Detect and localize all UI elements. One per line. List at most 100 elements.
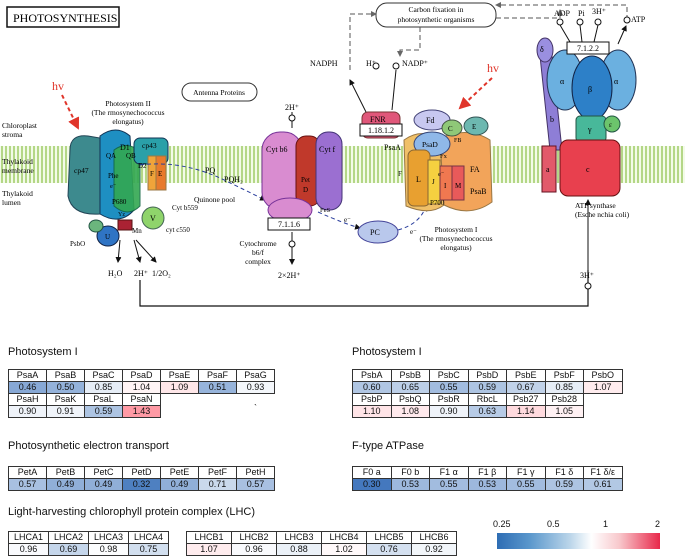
expression-value-cell: 0.98 <box>89 544 129 556</box>
e-label: E <box>472 123 476 131</box>
gene-name-cell: PsaL <box>85 394 123 406</box>
gene-name-cell: LHCB6 <box>412 532 457 544</box>
ps2-table-title: Photosystem I <box>352 346 422 358</box>
lumen-label-1: Thylakoid <box>2 189 33 198</box>
gene-name-cell: LHCB5 <box>367 532 412 544</box>
carbon-fixation-to-nadp <box>397 27 421 57</box>
gene-name-cell: LHCB4 <box>322 532 367 544</box>
h3-bottom-circle <box>584 282 592 290</box>
photosystem-i[interactable] <box>403 109 493 212</box>
empty-cell <box>161 394 199 405</box>
gene-name-cell: F0 a <box>353 467 392 479</box>
antenna-proteins-box[interactable] <box>181 82 258 102</box>
pet-table-title: Photosynthetic electron transport <box>8 440 169 452</box>
ec-11812-label: 1.18.1.2 <box>368 126 394 135</box>
h3-in-line <box>593 24 599 43</box>
psaB-label: PsaB <box>470 187 486 196</box>
expression-value-cell: 0.57 <box>9 479 47 491</box>
c-ring-subunit <box>559 139 621 197</box>
pi-circle <box>576 18 584 26</box>
expression-value-cell: 0.67 <box>507 382 546 394</box>
ec-7116-box[interactable] <box>267 217 311 231</box>
cytb559-label: Cyt b559 <box>172 204 198 212</box>
cyt-title-1: Cytochrome <box>239 239 277 248</box>
carbon-fixation-to-adp <box>496 9 563 19</box>
gene-name-cell: F1 β <box>468 467 507 479</box>
photosystem-ii[interactable] <box>67 129 169 247</box>
empty-cell <box>584 406 623 417</box>
carbon-fixation-label-2: photosynthetic organisms <box>398 15 475 24</box>
cytb559-subunit <box>155 155 167 191</box>
nadph-label: NADPH <box>310 59 338 68</box>
ps2-title-1: Photosystem II <box>105 99 151 108</box>
stroma-label-1: Chloroplast <box>2 121 38 130</box>
atp-synthase[interactable] <box>536 37 637 197</box>
expression-value-cell: 0.90 <box>430 406 469 418</box>
gene-name-cell: PsbE <box>507 370 546 382</box>
u-subunit <box>96 225 120 247</box>
membrane-label-1: Thylakoid <box>2 157 33 166</box>
ps1-title-1: Photosystem I <box>435 225 478 234</box>
e-subunit <box>463 116 489 136</box>
fx-label: Fx <box>440 153 448 160</box>
hv-left-label: hv <box>52 79 64 93</box>
c-subunit <box>441 119 463 137</box>
yz-label: Yz <box>118 212 125 218</box>
membrane-label-2: membrane <box>2 166 34 175</box>
h3-bottom-label: 3H⁺ <box>580 271 594 280</box>
expression-value-cell: 1.10 <box>353 406 392 418</box>
nadp-to-fnr-arrow <box>391 69 397 111</box>
beta-label: β <box>588 85 592 94</box>
plastocyanin[interactable] <box>357 220 399 244</box>
lumen-label-2: lumen <box>2 198 21 207</box>
stray-mark: ` <box>254 403 257 413</box>
expression-value-cell: 0.75 <box>129 544 169 556</box>
ps1-title-2: (The rmosynechococcus <box>419 234 492 243</box>
gene-name-cell: F1 δ <box>545 467 584 479</box>
expression-value-cell: 0.51 <box>199 382 237 394</box>
pi-in-line <box>579 24 583 43</box>
fd-label: Fd <box>426 116 434 125</box>
expression-value-cell: 0.49 <box>85 479 123 491</box>
mn-label: Mn <box>132 227 142 235</box>
psbo-label: PsbO <box>70 240 85 248</box>
expression-value-cell: 0.50 <box>47 382 85 394</box>
fes-label: FeS <box>320 207 331 214</box>
expression-value-cell: 0.30 <box>353 479 392 491</box>
expression-value-cell: 1.07 <box>187 544 232 556</box>
alpha-right-label: α <box>614 77 619 86</box>
expression-value-cell: 0.53 <box>391 479 430 491</box>
expression-value-cell: 1.07 <box>584 382 623 394</box>
expression-value-cell: 1.09 <box>161 382 199 394</box>
pqh2-label: PQH₂ <box>224 175 243 184</box>
atp-title-2: (Esche nchia coli) <box>575 210 630 219</box>
psaA-label: PsaA <box>384 143 401 152</box>
d1-label: D1 <box>120 143 130 152</box>
ec-7122-box[interactable] <box>566 41 610 55</box>
expression-value-cell: 0.85 <box>85 382 123 394</box>
color-scale-legend <box>497 533 660 549</box>
gene-name-cell: LHCA1 <box>9 532 49 544</box>
gene-name-cell: LHCB2 <box>232 532 277 544</box>
gene-name-cell: PsaK <box>47 394 85 406</box>
legend-tick-0-5: 0.5 <box>547 519 560 529</box>
expression-value-cell: 0.96 <box>9 544 49 556</box>
cytochrome-b6f-complex[interactable] <box>261 131 343 223</box>
legend-tick-1: 1 <box>603 519 609 529</box>
expression-value-cell: 0.90 <box>9 406 47 418</box>
hv-left-arrow <box>61 94 80 130</box>
gene-name-cell: F1 α <box>430 467 469 479</box>
hv-right-arrow <box>458 77 493 110</box>
gene-name-cell: PetC <box>85 467 123 479</box>
empty-cell <box>584 394 623 405</box>
e-label-ps2: E <box>158 170 162 178</box>
adp-in-line <box>559 24 571 43</box>
water-arrow-o2 <box>135 239 157 263</box>
h-plus-nadp-label: H⁺ <box>366 59 376 68</box>
pi-label: Pi <box>578 9 585 18</box>
quinone-pool-label: Quinone pool <box>194 195 235 204</box>
ec-11812-box[interactable] <box>359 123 403 137</box>
